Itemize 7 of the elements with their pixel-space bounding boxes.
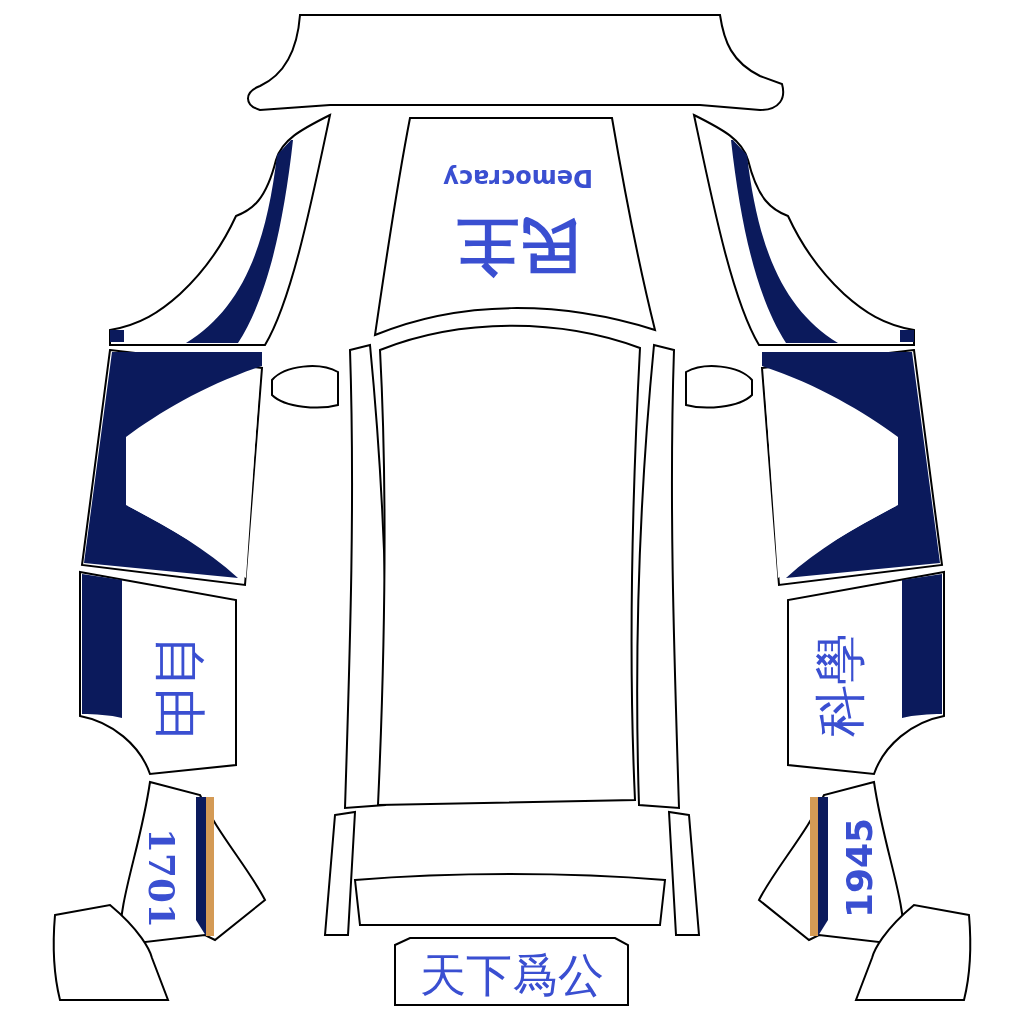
- upside-down-text: Democracy: [443, 166, 593, 190]
- rotated-text: 科學: [814, 633, 866, 737]
- rotated-text: 自由: [154, 636, 206, 740]
- rotated-number: 1701: [144, 827, 180, 929]
- plate-text: 天下爲公: [420, 952, 604, 998]
- upside-down-text: 民主: [456, 214, 580, 276]
- rotated-number: 1945: [842, 817, 878, 919]
